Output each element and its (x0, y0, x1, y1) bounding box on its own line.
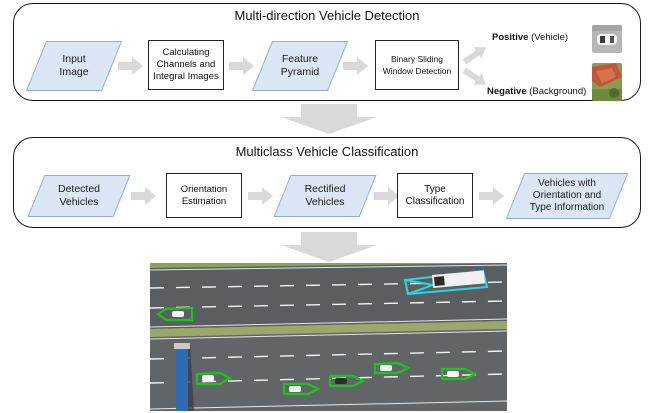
positive-label: Positive (Vehicle) (492, 32, 568, 43)
arrow-calc-to-pyramid (229, 57, 254, 75)
calc-channels-node: Calculating Channels and Integral Images (148, 40, 224, 90)
negative-label: Negative (Background) (487, 86, 586, 97)
orientation-estimation-label: Orientation Estimation (180, 183, 228, 207)
input-image-node: Input Image (36, 41, 112, 91)
calc-channels-label: Calculating Channels and Integral Images (153, 47, 219, 82)
arrow-rectified-to-type (374, 187, 399, 205)
rectified-vehicles-label: Rectified Vehicles (304, 183, 346, 208)
detected-vehicles-label: Detected Vehicles (57, 183, 101, 208)
negative-sample-thumbnail (592, 63, 622, 101)
positive-label-bold: Positive (492, 32, 529, 43)
aerial-highway-result-image (150, 263, 507, 411)
type-classification-node: Type Classification (397, 173, 473, 218)
vehicles-info-label: Vehicles with Orientation and Type Infor… (529, 178, 605, 213)
sliding-window-label: Binary Sliding Window Detection (382, 54, 452, 76)
sliding-window-node: Binary Sliding Window Detection (375, 40, 459, 90)
car-detection-marker-3 (282, 382, 321, 396)
vehicles-info-node: Vehicles with Orientation and Type Infor… (515, 173, 619, 219)
car-detection-marker-6 (440, 367, 478, 381)
car-detection-marker-4 (328, 374, 366, 388)
type-classification-label: Type Classification (405, 183, 465, 207)
car-detection-marker-2 (195, 371, 233, 386)
input-image-label: Input Image (59, 53, 89, 78)
detection-panel: Multi-direction Vehicle Detection (13, 3, 641, 101)
detected-vehicles-node: Detected Vehicles (36, 175, 122, 217)
orientation-estimation-node: Orientation Estimation (166, 173, 242, 218)
road-sign-pole (176, 345, 188, 411)
positive-sample-thumbnail (592, 25, 622, 53)
positive-label-rest: (Vehicle) (528, 32, 569, 43)
lower-road (150, 329, 507, 411)
arrow-pyramid-to-window (343, 57, 368, 75)
arrow-input-to-calc (118, 57, 143, 75)
negative-label-bold: Negative (487, 86, 527, 97)
arrow-orientation-to-rectified (248, 187, 273, 205)
car-detection-marker-5 (373, 361, 411, 375)
classification-title: Multiclass Vehicle Classification (235, 144, 419, 159)
feature-pyramid-node: Feature Pyramid (262, 41, 338, 91)
down-arrow-2 (281, 232, 377, 262)
truck-detection-marker (403, 269, 489, 296)
feature-pyramid-label: Feature Pyramid (280, 53, 320, 78)
upper-road (150, 263, 507, 329)
classification-panel: Multiclass Vehicle Classification (13, 137, 641, 228)
rectified-vehicles-node: Rectified Vehicles (282, 175, 368, 217)
arrow-window-to-positive (462, 47, 486, 64)
arrow-detected-to-orientation (131, 187, 156, 205)
car-detection-marker-1 (156, 306, 194, 322)
detection-title: Multi-direction Vehicle Detection (234, 8, 420, 23)
down-arrow-1 (281, 104, 377, 134)
arrow-type-to-output (479, 187, 504, 205)
arrow-window-to-negative (462, 68, 486, 85)
negative-label-rest: (Background) (526, 86, 587, 97)
median-strip (150, 321, 507, 337)
